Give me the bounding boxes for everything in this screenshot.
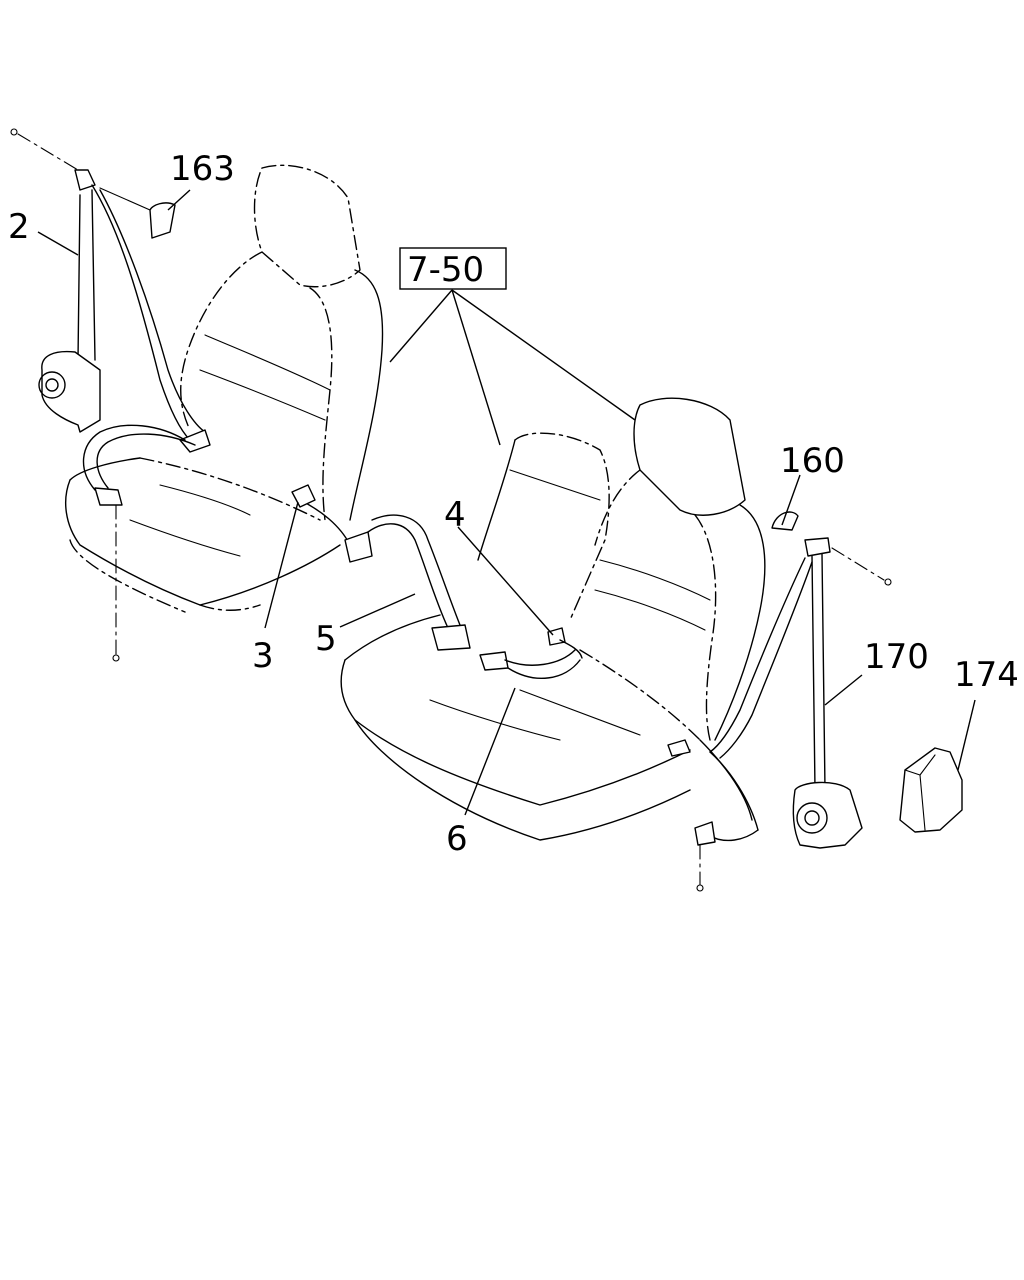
left-retractor-assembly <box>10 128 211 662</box>
label-170: 170 <box>864 637 929 677</box>
left-seat <box>65 164 384 613</box>
label-163: 163 <box>170 149 235 189</box>
label-2: 2 <box>8 207 30 247</box>
label-160: 160 <box>780 441 845 481</box>
label-6: 6 <box>446 819 468 859</box>
right-seat <box>340 397 766 841</box>
label-174: 174 <box>954 655 1019 695</box>
label-4: 4 <box>444 495 466 535</box>
part-labels: 2 163 7-50 3 5 4 6 160 170 174 <box>8 149 1019 859</box>
right-retractor-assembly <box>667 511 892 892</box>
label-3: 3 <box>252 636 274 676</box>
center-belt-and-buckles <box>291 484 583 679</box>
trim-cover-174 <box>899 747 963 833</box>
label-5: 5 <box>315 619 337 659</box>
group-label-box <box>399 247 507 290</box>
label-group-7-50: 7-50 <box>407 250 484 290</box>
leader-lines <box>37 189 976 816</box>
